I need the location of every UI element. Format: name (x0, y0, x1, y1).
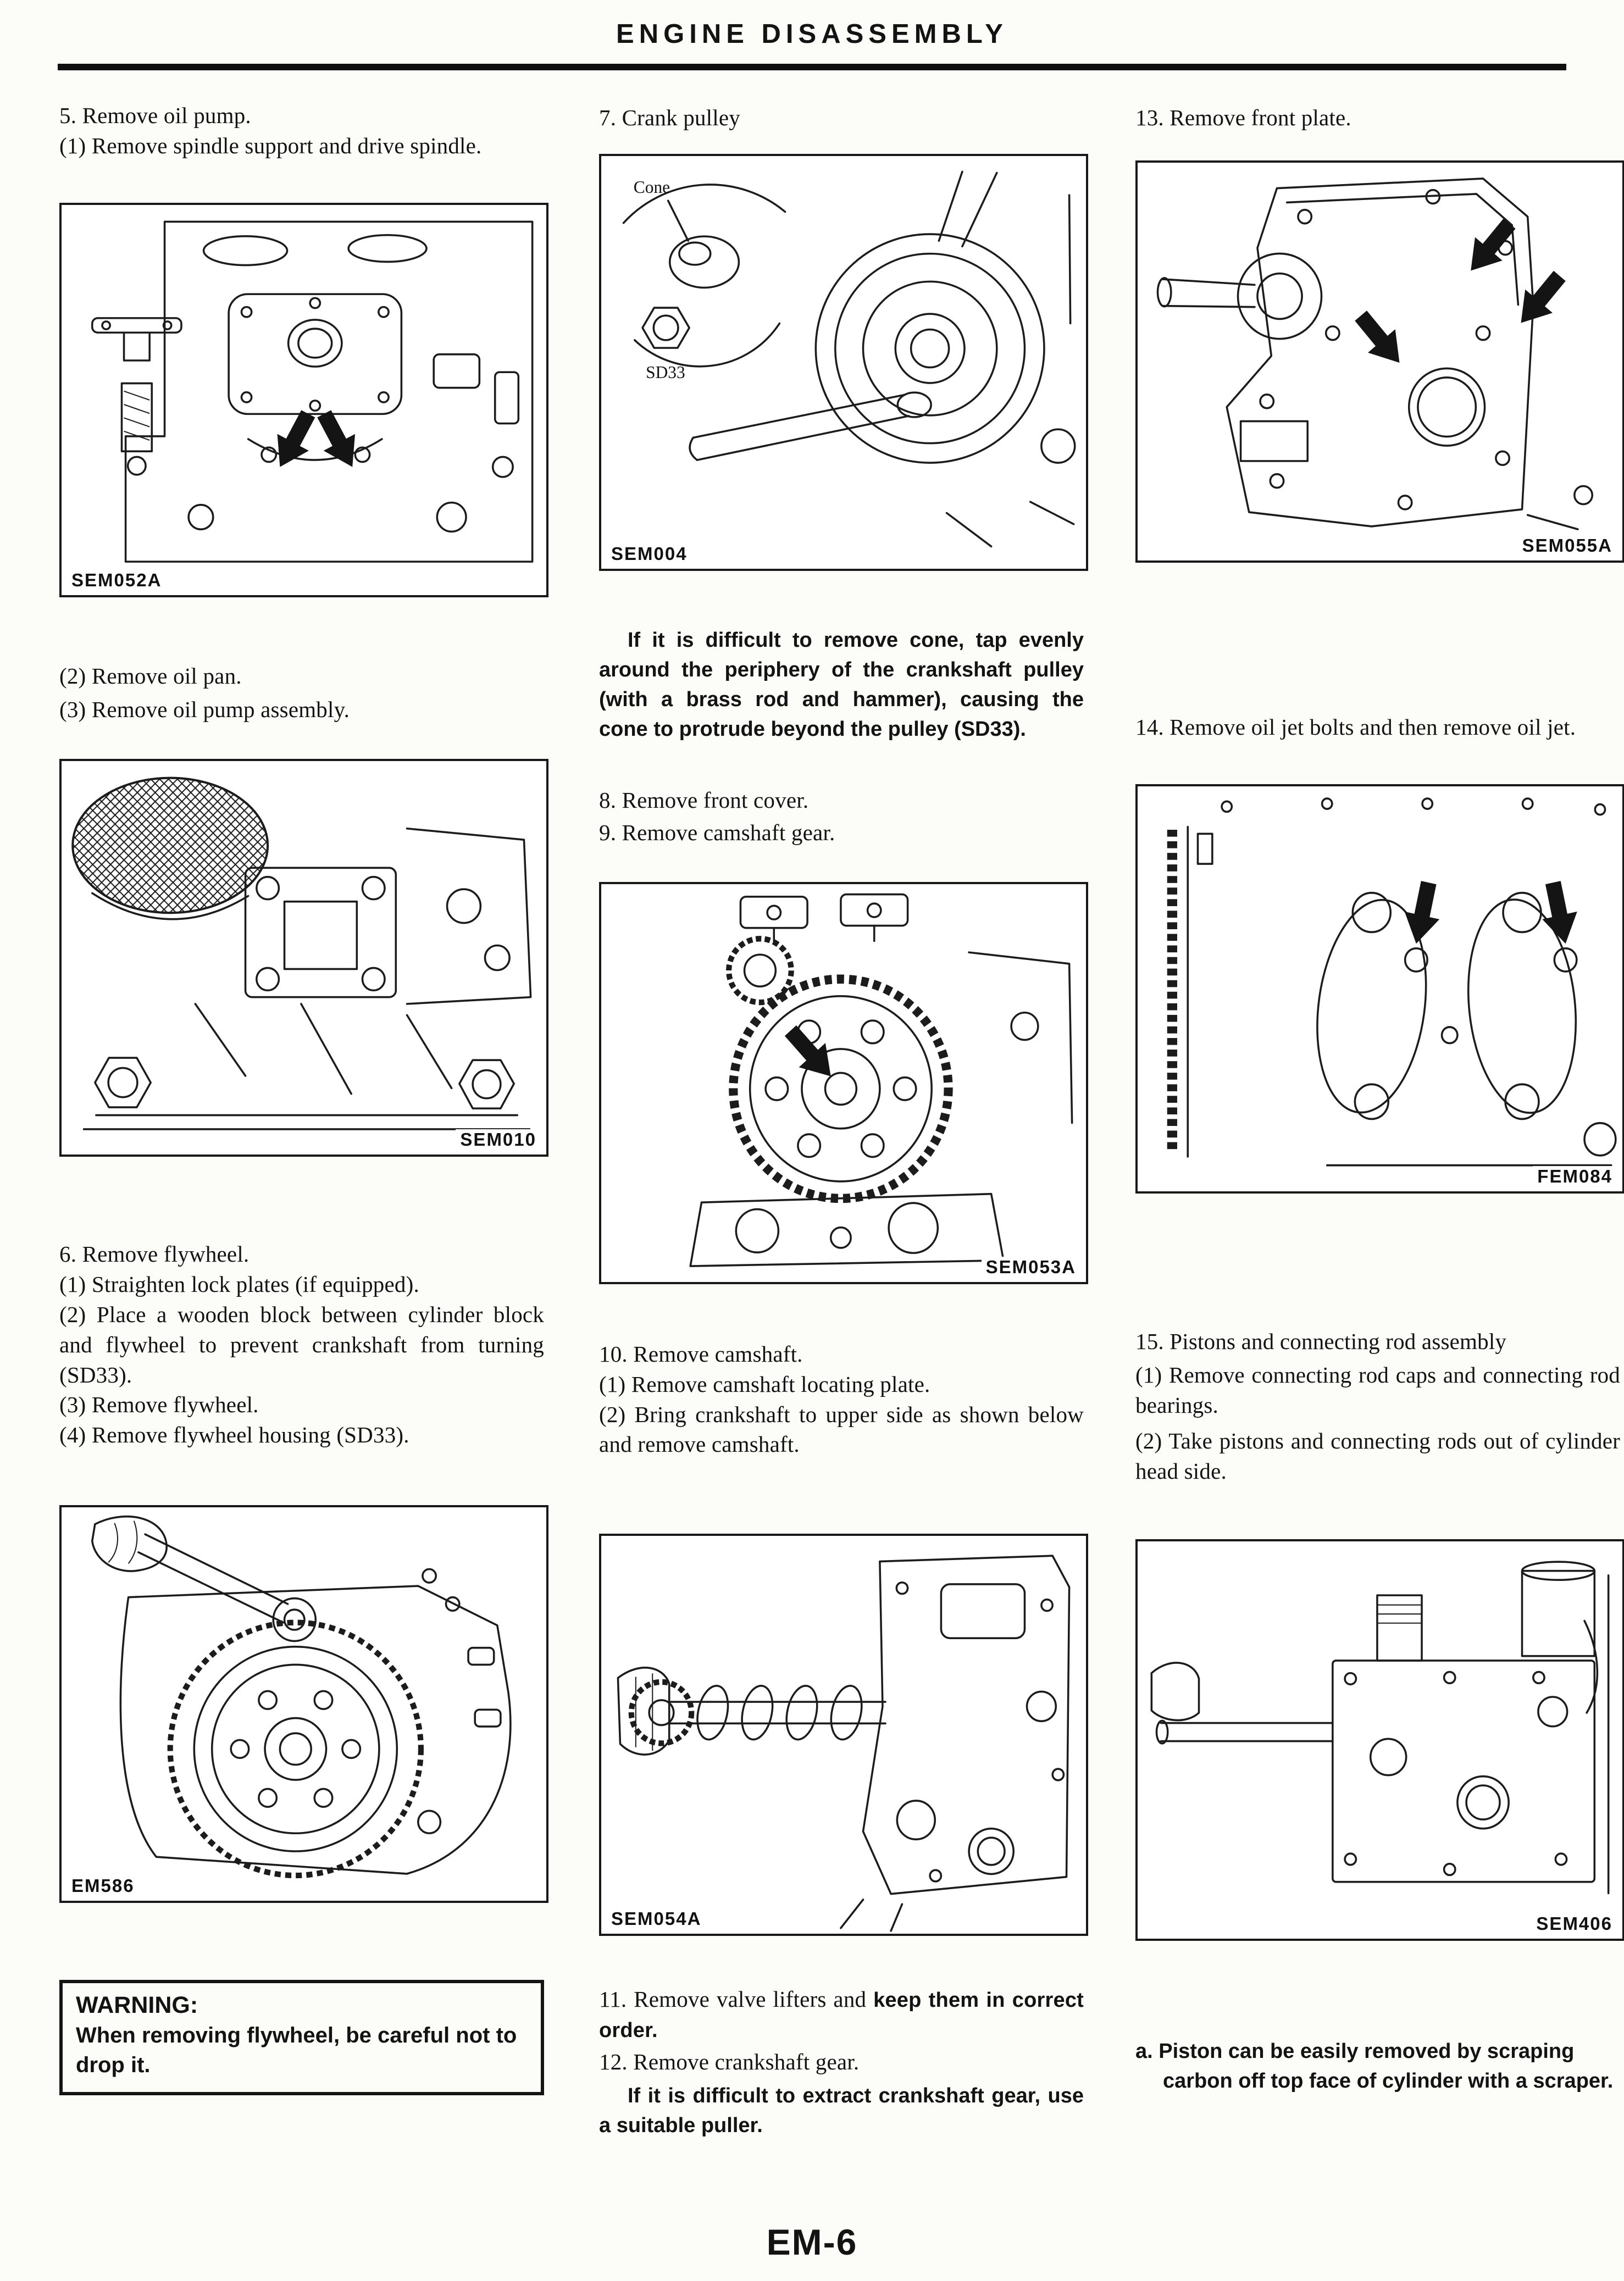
step-6-2: (2) Place a wooden block between cylinde… (59, 1301, 544, 1388)
arrow-icon (317, 410, 356, 467)
cone-annotation: Cone (634, 177, 670, 197)
step-9: 9. Remove camshaft gear. (599, 819, 835, 845)
arrow-icon (1404, 880, 1440, 944)
page-title: ENGINE DISASSEMBLY (616, 19, 1008, 49)
figure-sem406: SEM406 (1135, 1539, 1624, 1941)
sd33-annotation: SD33 (646, 363, 685, 382)
step-5-3: (3) Remove oil pump assembly. (59, 696, 350, 722)
puller-note: If it is difficult to extract crankshaft… (599, 2084, 1084, 2138)
figure-sem054a: SEM054A (599, 1534, 1088, 1936)
step-11-normal-text: 11. Remove valve lifters and (599, 1986, 874, 2012)
figure-label: SEM055A (1517, 535, 1617, 556)
step-15-2: (2) Take pistons and connecting rods out… (1135, 1428, 1620, 1484)
figure-em586: EM586 (59, 1505, 548, 1903)
note-a: a. Piston can be easily removed by scrap… (1135, 2039, 1614, 2093)
front-plate-illustration (1156, 177, 1594, 530)
step-10-2: (2) Bring crankshaft to upper side as sh… (599, 1401, 1084, 1457)
figure-label: EM586 (67, 1875, 139, 1897)
step-13: 13. Remove front plate. (1135, 105, 1351, 130)
oil-jet-illustration (1167, 797, 1617, 1167)
step-5-1: (1) Remove spindle support and drive spi… (59, 132, 482, 158)
figure-label: SEM052A (67, 569, 167, 591)
step-11: 11. Remove valve lifters and keep them i… (599, 1984, 1084, 2045)
step-15-1: (1) Remove connecting rod caps and conne… (1135, 1362, 1620, 1418)
figure-label: SEM004 (607, 543, 692, 564)
arrow-icon (1521, 270, 1566, 323)
figure-sem010: SEM010 (59, 758, 548, 1157)
page-number: EM-6 (766, 2222, 858, 2262)
warning-text: When removing flywheel, be careful not t… (76, 2023, 517, 2077)
arrow-icon (277, 410, 315, 467)
figure-label: SEM054A (607, 1908, 706, 1930)
step-5: 5. Remove oil pump. (59, 103, 251, 128)
figure-label: FEM084 (1533, 1166, 1617, 1187)
step-10-1: (1) Remove camshaft locating plate. (599, 1371, 930, 1397)
warning-box: WARNING: When removing flywheel, be care… (59, 1980, 544, 2095)
step-6-4: (4) Remove flywheel housing (SD33). (59, 1422, 409, 1448)
oil-pump-spindle-illustration (91, 220, 534, 563)
header-rule (58, 64, 1566, 70)
figure-label: SEM053A (981, 1256, 1080, 1278)
arrow-icon (1542, 880, 1577, 944)
step-15: 15. Pistons and connecting rod assembly (1135, 1328, 1507, 1354)
figure-sem004: Cone SD33 SEM004 (599, 153, 1088, 571)
warning-title: WARNING: (76, 1992, 198, 2019)
step-11-bold-text: keep them in correct order. (599, 1989, 1084, 2043)
camshaft-removal-illustration (617, 1555, 1071, 1933)
arrow-icon (1355, 310, 1400, 363)
step-14: 14. Remove oil jet bolts and then remove… (1135, 714, 1576, 740)
step-6: 6. Remove flywheel. (59, 1241, 250, 1267)
column-middle: 7. Crank pulley Cone SD33 (599, 96, 1088, 2141)
camshaft-gear-illustration (689, 893, 1073, 1267)
figure-fem084: FEM084 (1135, 784, 1624, 1194)
figure-sem053a: SEM053A (599, 881, 1088, 1284)
cone-removal-note: If it is difficult to remove cone, tap e… (599, 628, 1084, 741)
oil-pump-assembly-illustration (71, 776, 532, 1130)
arrow-icon (1471, 218, 1516, 271)
step-5-2: (2) Remove oil pan. (59, 663, 242, 689)
column-right: 13. Remove front plate. (1135, 96, 1624, 2096)
step-10: 10. Remove camshaft. (599, 1341, 803, 1367)
crank-pulley-illustration: Cone SD33 (622, 170, 1076, 548)
figure-label: SEM010 (456, 1129, 541, 1150)
step-12: 12. Remove crankshaft gear. (599, 2049, 860, 2075)
step-6-3: (3) Remove flywheel. (59, 1392, 259, 1418)
step-6-1: (1) Straighten lock plates (if equipped)… (59, 1271, 419, 1297)
figure-sem052a: SEM052A (59, 202, 548, 597)
flywheel-removal-illustration (91, 1516, 512, 1879)
step-7: 7. Crank pulley (599, 105, 740, 130)
column-left: 5. Remove oil pump. (1) Remove spindle s… (59, 96, 548, 2095)
arrow-icon (784, 1025, 831, 1076)
figure-sem055a: SEM055A (1135, 160, 1624, 563)
figure-label: SEM406 (1532, 1913, 1617, 1934)
piston-removal-illustration (1150, 1560, 1610, 1894)
step-8: 8. Remove front cover. (599, 787, 809, 813)
